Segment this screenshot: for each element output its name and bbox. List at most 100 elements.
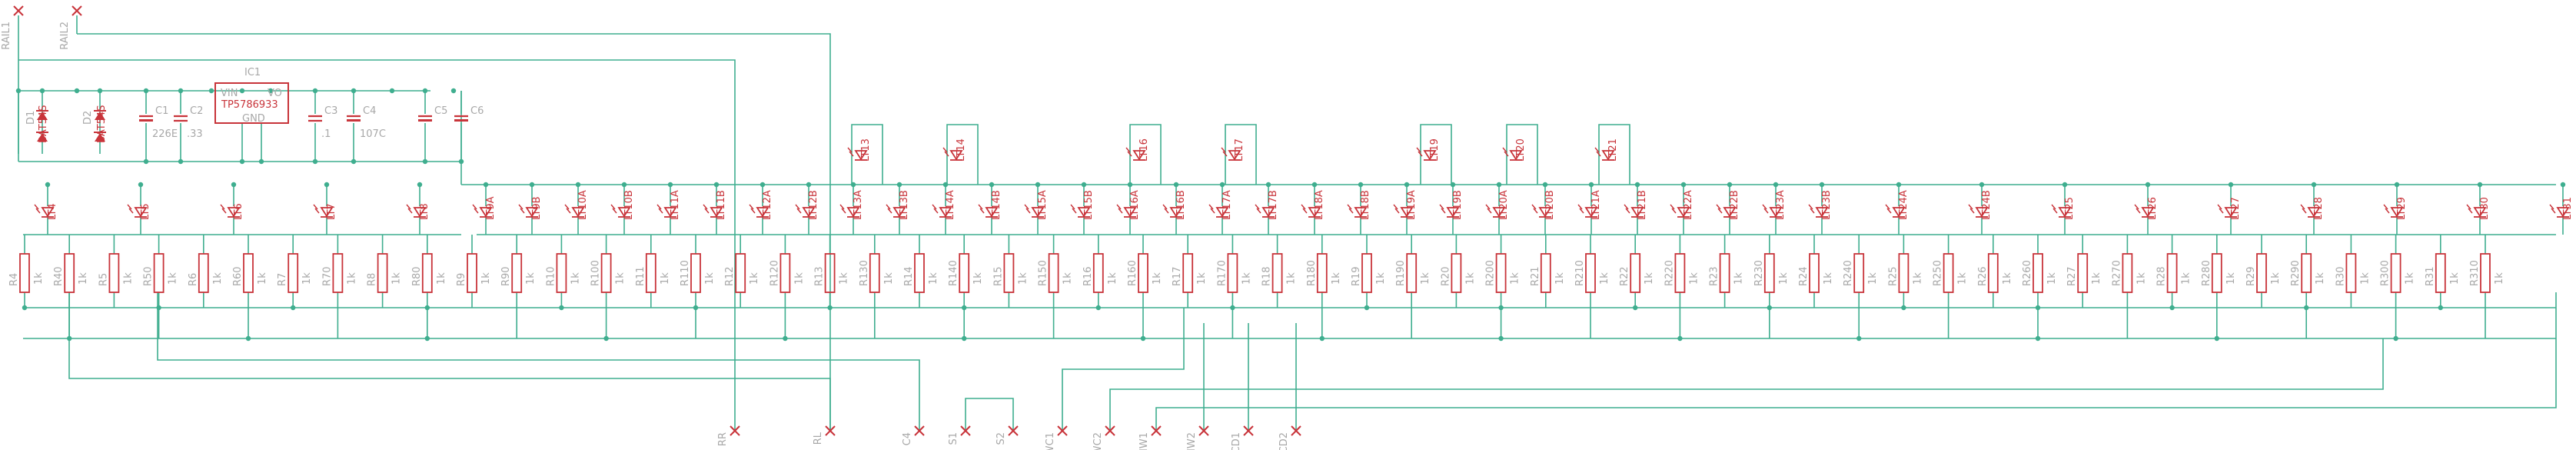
led-triangle: [802, 207, 816, 218]
resistor-R10: [556, 253, 567, 293]
x-stroke: [960, 425, 971, 436]
led-ray: [1301, 204, 1306, 210]
res-ref-R20: R20: [1440, 266, 1451, 286]
led-LT29: [2383, 204, 2404, 218]
res-value-R29: 1k: [2270, 272, 2282, 285]
ic1-vin-pin: VIN: [221, 88, 238, 99]
junction-dot: [1498, 305, 1504, 311]
x-stroke: [13, 5, 24, 16]
upper-led-label-LT13: LT13: [860, 138, 872, 162]
d2-value: BAT54S: [96, 105, 108, 143]
led-LT14A: [932, 204, 952, 218]
res-value-R27: 1k: [2091, 272, 2102, 285]
led-ray: [1717, 208, 1723, 214]
led-ray: [1125, 147, 1131, 153]
res-value-R17: 1k: [1196, 272, 1208, 285]
resistor-R160: [1138, 253, 1148, 293]
led-ray: [127, 204, 132, 210]
d1-value: BAT54S: [38, 105, 49, 143]
ic1-ref: IC1: [244, 67, 261, 78]
res-ref-R220: R220: [1664, 260, 1675, 286]
led-label-LT11B: LT11B: [716, 190, 727, 220]
res-ref-R250: R250: [1933, 260, 1944, 286]
led-LT12A: [749, 204, 769, 218]
led-triangle: [2473, 207, 2487, 218]
led-label-LT14A: LT14A: [945, 190, 956, 220]
led-ray: [1116, 204, 1122, 210]
led-LT6: [220, 204, 241, 218]
net-hw-route: [1155, 292, 2557, 431]
resistor-R270: [2122, 253, 2133, 293]
ic1-gnd-pin: GND: [242, 113, 265, 125]
res-value-R190: 1k: [1420, 272, 1431, 285]
led-ray: [313, 204, 318, 210]
cap-ref-6: C6: [470, 105, 484, 117]
res-ref-R29: R29: [2245, 266, 2257, 286]
led-LT16B: [1162, 204, 1183, 218]
x-stroke: [71, 5, 82, 16]
led-ray: [847, 147, 853, 153]
led-ray: [1577, 204, 1583, 210]
x-stroke: [730, 425, 740, 436]
led-LT11B: [703, 204, 723, 218]
net-label-WC2: WC2: [1092, 432, 1104, 450]
led-triangle: [134, 207, 148, 218]
res-value-R28: 1k: [2181, 272, 2192, 285]
led-triangle: [1354, 207, 1368, 218]
led-ray: [34, 204, 39, 210]
cap-ref-2: C2: [190, 105, 203, 117]
led-triangle: [1169, 207, 1183, 218]
led-ray: [1118, 208, 1123, 214]
junction-dot: [559, 305, 564, 311]
resistor-R19: [1361, 253, 1372, 293]
led-ray: [795, 204, 800, 210]
cap-value-3: .1: [321, 128, 331, 140]
res-value-R50: 1k: [168, 272, 179, 285]
led-ray: [1072, 208, 1077, 214]
wire-layer: [15, 15, 2566, 431]
led-label-LT21B: LT21B: [1637, 190, 1648, 220]
led-LT4: [34, 204, 55, 218]
res-ref-R5: R5: [98, 273, 109, 286]
led-triangle: [2224, 207, 2238, 218]
res-ref-R22: R22: [1619, 266, 1630, 286]
res-value-R220: 1k: [1688, 272, 1700, 285]
res-value-R15: 1k: [1017, 272, 1029, 285]
resistor-R140: [959, 253, 970, 293]
led-ray: [1347, 204, 1352, 210]
resistor-R170: [1227, 253, 1238, 293]
led-ray: [1810, 208, 1815, 214]
res-ref-R23: R23: [1709, 266, 1720, 286]
resistor-R210: [1585, 253, 1596, 293]
res-ref-R70: R70: [321, 266, 333, 286]
diode-triangle: [95, 133, 105, 142]
junction-dot: [962, 305, 967, 311]
resistor-R40: [64, 253, 75, 293]
res-ref-R200: R200: [1485, 260, 1497, 286]
resistor-R30: [2345, 253, 2357, 293]
resistor-R31: [2435, 253, 2446, 293]
led-triangle: [892, 207, 906, 218]
net-HW2-no-connect-icon: [1198, 425, 1209, 436]
led-LT10B: [610, 204, 631, 218]
led-ray: [1504, 151, 1509, 157]
led-ray: [2549, 204, 2554, 210]
diode-symbol: [94, 110, 106, 120]
res-value-R11: 1k: [660, 272, 671, 285]
led-label-LT22A: LT22A: [1683, 190, 1694, 220]
led-ray: [1162, 204, 1168, 210]
led-LT31: [2549, 204, 2570, 218]
net-s-route: [965, 398, 1014, 431]
led-triangle: [1123, 207, 1137, 218]
led-LT20A: [1485, 204, 1506, 218]
resistor-R22: [1630, 253, 1641, 293]
resistor-R70: [332, 253, 344, 293]
led-LT15A: [1024, 204, 1045, 218]
led-ray: [407, 208, 413, 214]
component-layer: [13, 5, 2570, 436]
led-triangle: [1215, 207, 1229, 218]
junction-dot: [178, 158, 184, 165]
led-label-LT20A: LT20A: [1498, 190, 1510, 220]
led-ray: [2134, 204, 2139, 210]
junction-dot: [424, 335, 430, 342]
